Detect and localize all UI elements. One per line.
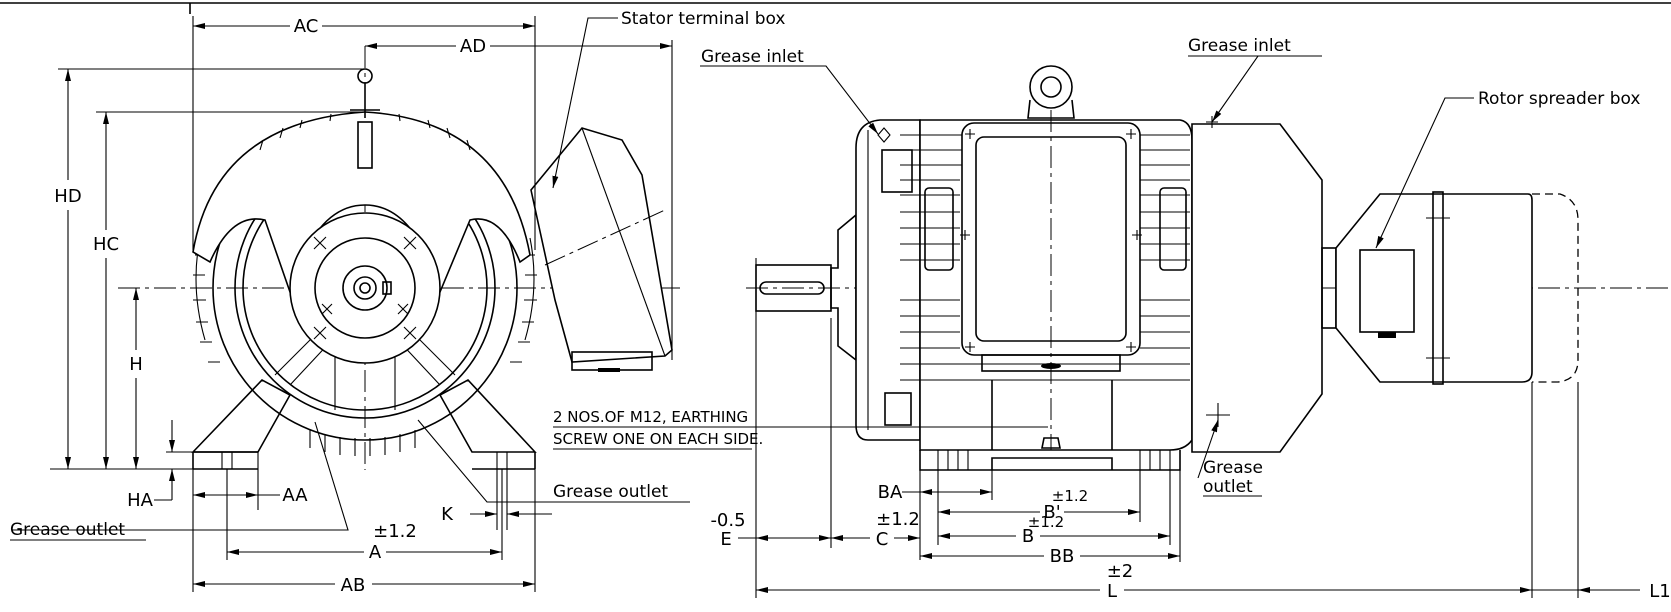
- callout-grease-outlet-left: Grease outlet: [10, 520, 125, 540]
- grease-inlet-right-leader: [1211, 55, 1322, 123]
- dim-hc: HC: [93, 234, 119, 255]
- earthing-screw: [1041, 437, 1061, 449]
- shaft-key: [382, 281, 392, 295]
- bearing-housing: [289, 212, 441, 364]
- dim-h: H: [129, 354, 143, 375]
- dim-c-tolerance: ±1.2: [876, 509, 920, 530]
- dim-ad: AD: [460, 36, 486, 57]
- left-foot: [191, 379, 292, 453]
- bearing-bolts: [313, 236, 417, 340]
- side-foot-base: [919, 450, 1181, 471]
- frame-window-left: [924, 187, 954, 271]
- grease-outlet-right-leader: [1197, 419, 1219, 479]
- callout-earthing-line1: 2 NOS.OF M12, EARTHING: [553, 408, 748, 426]
- foot-bolt-lines: [937, 450, 1171, 470]
- shaft-end: [342, 265, 388, 311]
- dim-b1: B': [1043, 502, 1060, 523]
- stator-terminal-box-leader: [552, 17, 618, 189]
- dim-c: C: [876, 529, 889, 550]
- bearing-cap: [314, 237, 416, 339]
- front-view: AC AD HD HC H HA AA: [10, 9, 785, 596]
- dim-l: L: [1107, 581, 1117, 602]
- frame-fins: [900, 134, 1190, 381]
- dim-k: K: [441, 504, 454, 525]
- enclosure-flange: [1432, 191, 1444, 385]
- grease-inlet-left-leader: [700, 65, 879, 135]
- shaft-center-hole: [359, 282, 371, 294]
- dim-bb: BB: [1050, 546, 1075, 567]
- dim-ba: BA: [878, 482, 903, 503]
- slip-ring-enclosure-removable-cover: [1532, 193, 1579, 383]
- dim-a-tolerance: ±1.2: [373, 521, 417, 542]
- side-lifting-base: [1027, 99, 1075, 119]
- callout-earthing-line2: SCREW ONE ON EACH SIDE.: [553, 430, 763, 448]
- side-lifting-eye-inner: [1040, 76, 1062, 98]
- shaft-keyway: [759, 281, 825, 295]
- side-lifting-eye-outer: [1029, 65, 1073, 109]
- callout-grease-outlet-right-line1: Grease: [1203, 458, 1263, 478]
- dim-ac: AC: [294, 16, 319, 37]
- fan-cover: [1191, 123, 1323, 453]
- grease-nipple: [877, 127, 891, 143]
- stator-terminal-box-shape: [530, 127, 673, 363]
- dim-e: E: [720, 529, 731, 550]
- terminal-gland-plate: [981, 354, 1121, 372]
- callout-grease-outlet-right-line2: outlet: [1203, 477, 1253, 497]
- cowl-ribs: [259, 113, 471, 151]
- terminal-box-edge: [581, 127, 666, 357]
- grease-nipple-block: [881, 149, 913, 193]
- rotor-spreader-box-shape: [1359, 249, 1415, 333]
- dim-b: B: [1022, 526, 1034, 547]
- callout-grease-inlet-2: Grease inlet: [1188, 36, 1291, 56]
- side-view: 2 NOS.OF M12, EARTHING SCREW ONE ON EACH…: [553, 36, 1671, 602]
- dim-aa: AA: [282, 485, 308, 506]
- grease-outlet-mid-leader: [417, 419, 552, 503]
- front-end-shield: [855, 119, 921, 441]
- front-lower-block: [884, 392, 912, 426]
- dim-b1-tolerance: ±1.2: [1052, 487, 1088, 505]
- dim-ha: HA: [127, 490, 154, 511]
- grease-outlet-right-mark: [1206, 403, 1230, 427]
- grease-inlet-right-mark: [1206, 116, 1218, 128]
- terminal-box-screws: [960, 129, 1142, 352]
- lifting-lug: [357, 121, 373, 169]
- dim-ab: AB: [341, 575, 366, 596]
- callout-grease-inlet-1: Grease inlet: [701, 47, 804, 67]
- terminal-box-gland-nut: [598, 368, 620, 372]
- rotor-spreader-box-gland: [1378, 332, 1396, 338]
- frame-window-right: [1159, 187, 1187, 271]
- grease-outlet-left-leader: [12, 421, 349, 531]
- callout-grease-outlet-mid: Grease outlet: [553, 482, 668, 502]
- terminal-box-axis: [544, 209, 666, 266]
- terminal-gland-nut: [1041, 363, 1061, 369]
- dim-l1: L1: [1649, 581, 1670, 602]
- dim-e-tolerance: -0.5: [710, 510, 745, 531]
- shaft-center: [353, 276, 377, 300]
- foot-center-recess: [991, 457, 1113, 470]
- callout-stator-terminal-box: Stator terminal box: [621, 9, 785, 29]
- dim-l-tolerance: ±2: [1107, 561, 1134, 582]
- rotor-spreader-box-leader: [1375, 97, 1474, 249]
- dim-hd: HD: [54, 186, 81, 207]
- dim-b-tolerance: ±1.2: [1028, 513, 1064, 531]
- dim-a: A: [369, 542, 382, 563]
- callout-rotor-spreader-box: Rotor spreader box: [1478, 89, 1640, 109]
- right-foot: [438, 379, 537, 453]
